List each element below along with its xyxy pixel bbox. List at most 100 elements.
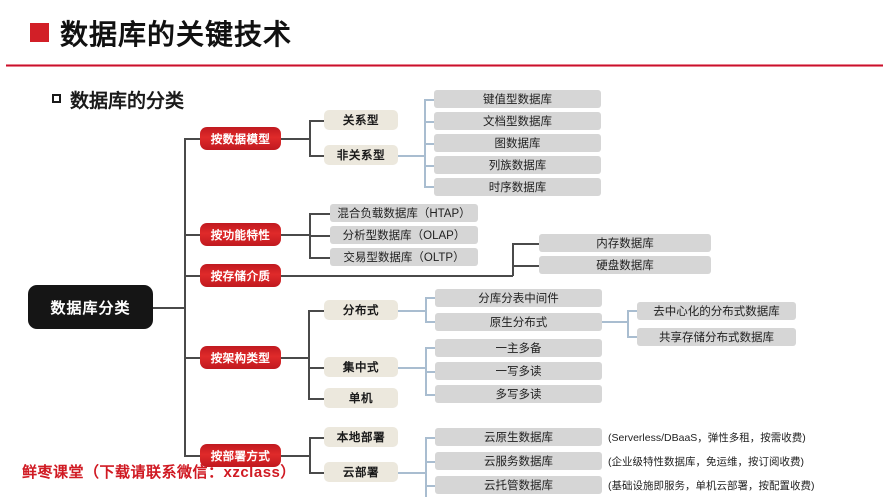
connector-dist-mid <box>425 297 436 299</box>
node-category-label: 按数据模型 <box>210 133 271 146</box>
node-sub-label: 集中式 <box>342 362 380 374</box>
connector-cloud-spine <box>425 437 427 497</box>
node-leaf-label: 硬盘数据库 <box>596 260 654 272</box>
node-leaf-cloud-native-db[interactable]: 云原生数据库 <box>435 428 602 446</box>
node-leaf-shared-storage-distributed-db[interactable]: 共享存储分布式数据库 <box>637 328 796 346</box>
connector-cat-5 <box>184 455 201 457</box>
connector-deploy-stem <box>280 455 310 457</box>
title-bullet-icon <box>30 23 49 42</box>
connector-deploy-onprem <box>309 437 325 439</box>
note-cloud-service-db: (企业级特性数据库，免运维，按订阅收费) <box>608 455 804 468</box>
connector-arch-central <box>308 367 325 369</box>
node-leaf-label: 去中心化的分布式数据库 <box>653 306 780 318</box>
connector-dist-spine <box>425 297 427 323</box>
page-title: 数据库的关键技术 <box>60 19 293 50</box>
connector-feature-stem <box>280 234 310 236</box>
node-leaf-label: 云原生数据库 <box>484 432 553 444</box>
node-category-storage-medium[interactable]: 按存储介质 <box>200 264 281 287</box>
connector-storage-disk <box>512 265 540 267</box>
node-leaf-disk-db[interactable]: 硬盘数据库 <box>539 256 711 274</box>
node-leaf-label: 交易型数据库（OLTP） <box>343 252 465 264</box>
connector-nonrel-stem <box>397 155 425 157</box>
node-category-label: 按功能特性 <box>210 229 271 242</box>
node-sub-cloud[interactable]: 云部署 <box>324 462 398 482</box>
connector-relational <box>309 120 325 122</box>
connector-nonrelational <box>309 155 325 157</box>
watermark-text: 鲜枣课堂（下载请联系微信：xzclass） <box>22 464 296 481</box>
node-leaf-timeseries-db[interactable]: 时序数据库 <box>434 178 601 196</box>
connector-central-c <box>425 394 436 396</box>
node-leaf-inmemory-db[interactable]: 内存数据库 <box>539 234 711 252</box>
node-leaf-label: 云服务数据库 <box>484 456 553 468</box>
node-sub-label: 本地部署 <box>336 432 386 444</box>
connector-deploy-cloud <box>309 472 325 474</box>
connector-leaf-graph <box>424 143 435 145</box>
node-sub-relational[interactable]: 关系型 <box>324 110 398 130</box>
node-leaf-columnfamily-db[interactable]: 列族数据库 <box>434 156 601 174</box>
connector-feature-htap <box>309 213 331 215</box>
node-sub-distributed[interactable]: 分布式 <box>324 300 398 320</box>
connector-cloud-hosted <box>425 485 436 487</box>
node-category-label: 按部署方式 <box>210 450 271 463</box>
node-sub-standalone[interactable]: 单机 <box>324 388 398 408</box>
connector-root-stem <box>152 307 185 309</box>
node-leaf-document-db[interactable]: 文档型数据库 <box>434 112 601 130</box>
node-leaf-olap-db[interactable]: 分析型数据库（OLAP） <box>330 226 478 244</box>
connector-cat-3 <box>184 275 201 277</box>
connector-central-stem <box>397 367 426 369</box>
node-leaf-label: 原生分布式 <box>489 317 548 329</box>
node-leaf-native-distributed[interactable]: 原生分布式 <box>435 313 602 331</box>
node-category-deployment-mode[interactable]: 按部署方式 <box>200 444 281 467</box>
node-leaf-one-master-many-standby[interactable]: 一主多备 <box>435 339 602 357</box>
node-leaf-one-write-many-read[interactable]: 一写多读 <box>435 362 602 380</box>
node-leaf-label: 时序数据库 <box>488 182 547 194</box>
connector-datamodel-stem <box>280 138 310 140</box>
node-leaf-cloud-hosted-db[interactable]: 云托管数据库 <box>435 476 602 494</box>
node-sub-non-relational[interactable]: 非关系型 <box>324 145 398 165</box>
node-leaf-htap-db[interactable]: 混合负载数据库（HTAP） <box>330 204 478 222</box>
connector-storage-mem <box>512 243 540 245</box>
node-category-architecture-type[interactable]: 按架构类型 <box>200 346 281 369</box>
node-leaf-label: 图数据库 <box>494 138 541 150</box>
connector-cloud-native <box>425 437 436 439</box>
connector-cat-2 <box>184 234 201 236</box>
section-subtitle: 数据库的分类 <box>70 91 185 112</box>
node-sub-on-premise[interactable]: 本地部署 <box>324 427 398 447</box>
connector-root-spine <box>184 139 186 456</box>
node-leaf-label: 列族数据库 <box>488 160 547 172</box>
note-cloud-native-db: (Serverless/DBaaS，弹性多租，按需收费) <box>608 431 806 444</box>
connector-deploy-spine <box>309 437 311 473</box>
connector-arch-stem <box>280 357 309 359</box>
node-leaf-decentralized-distributed-db[interactable]: 去中心化的分布式数据库 <box>637 302 796 320</box>
node-sub-label: 单机 <box>348 393 374 405</box>
node-root-database-classification[interactable]: 数据库分类 <box>28 285 153 329</box>
connector-cloud-service <box>425 461 436 463</box>
node-leaf-cloud-service-db[interactable]: 云服务数据库 <box>435 452 602 470</box>
node-sub-label: 云部署 <box>342 467 380 479</box>
node-leaf-label: 一写多读 <box>495 366 542 378</box>
connector-native-stem <box>602 321 628 323</box>
node-leaf-label: 一主多备 <box>495 343 542 355</box>
connector-feature-oltp <box>309 257 331 259</box>
connector-cat-1 <box>184 138 201 140</box>
connector-cloud-stem <box>397 472 426 474</box>
connector-storage-spine <box>512 243 514 276</box>
node-root-label: 数据库分类 <box>50 299 131 317</box>
connector-native-spine <box>627 310 629 337</box>
node-leaf-label: 内存数据库 <box>596 238 654 250</box>
node-leaf-graph-db[interactable]: 图数据库 <box>434 134 601 152</box>
connector-leaf-ts <box>424 186 435 188</box>
node-leaf-sharding-middleware[interactable]: 分库分表中间件 <box>435 289 602 307</box>
node-category-data-model[interactable]: 按数据模型 <box>200 127 281 150</box>
node-leaf-many-write-many-read[interactable]: 多写多读 <box>435 385 602 403</box>
node-leaf-keyvalue-db[interactable]: 键值型数据库 <box>434 90 601 108</box>
node-category-function-feature[interactable]: 按功能特性 <box>200 223 281 246</box>
node-sub-label: 非关系型 <box>336 150 386 162</box>
node-leaf-oltp-db[interactable]: 交易型数据库（OLTP） <box>330 248 478 266</box>
subtitle-bullet-icon <box>52 94 61 103</box>
node-sub-label: 分布式 <box>342 305 380 317</box>
node-leaf-label: 分析型数据库（OLAP） <box>342 230 466 242</box>
node-sub-centralized[interactable]: 集中式 <box>324 357 398 377</box>
connector-cat-4 <box>184 357 201 359</box>
